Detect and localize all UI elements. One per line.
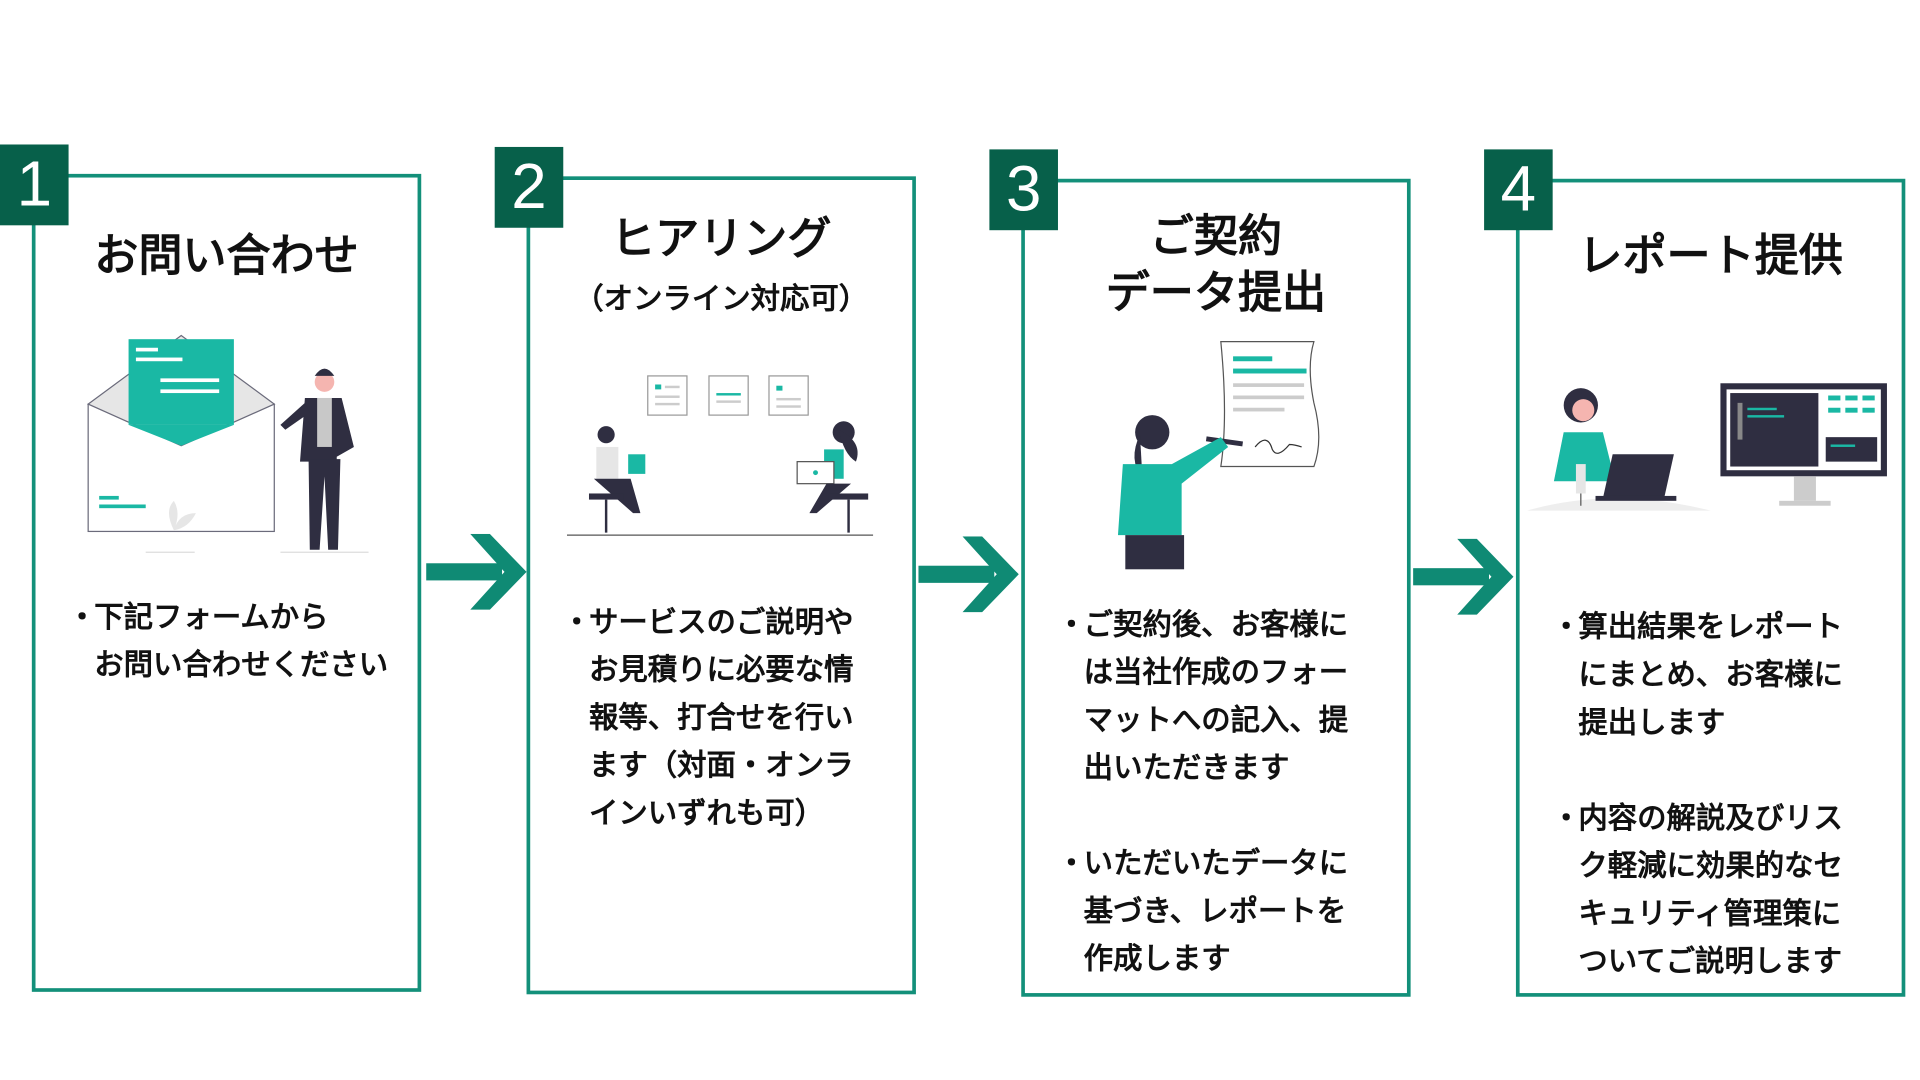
step-3-description: ・ ご契約後、お客様には当社作成のフォーマットへの記入、提出いただきます ・ い… bbox=[1057, 601, 1348, 983]
step-4-card: レポート提供 ・ 算出結果をレポートにまとめ、お客様に提出します ・ 内容の解説… bbox=[1515, 178, 1906, 997]
step-2-card: ヒアリング （オンライン対応可） ・ サービスのご説明やお見積りに必要な情報等、… bbox=[526, 176, 916, 995]
text-line: インいずれも可） bbox=[588, 795, 825, 831]
text-line: ご契約後、お客様に bbox=[1083, 607, 1349, 642]
step-3-title: ご契約 データ提出 bbox=[1025, 209, 1407, 322]
step-4-description: ・ 算出結果をレポートにまとめ、お客様に提出します ・ 内容の解説及びリスク軽減… bbox=[1551, 604, 1842, 986]
bullet-mark: ・ bbox=[1551, 800, 1581, 836]
step-2-description: ・ サービスのご説明やお見積りに必要な情報等、打合せを行います（対面・オンライン… bbox=[562, 599, 853, 838]
text-line: マットへの記入、提 bbox=[1083, 702, 1349, 738]
text-line: お問い合わせください bbox=[94, 647, 389, 683]
step-3-number-badge: 3 bbox=[989, 149, 1058, 231]
step-2-subtitle: （オンライン対応可） bbox=[574, 281, 869, 316]
text-line: 下記フォームから bbox=[94, 600, 329, 635]
text-line: 内容の解説及びリス bbox=[1578, 800, 1843, 836]
signing-document-illustration bbox=[1117, 341, 1320, 570]
text-line: 算出結果をレポート bbox=[1578, 609, 1843, 645]
step-2-title: ヒアリング bbox=[611, 214, 832, 265]
bullet-item: ・ ご契約後、お客様には当社作成のフォーマットへの記入、提出いただきます bbox=[1057, 601, 1348, 792]
bullet-mark: ・ bbox=[67, 600, 97, 635]
text-line: キュリティ管理策に bbox=[1578, 896, 1842, 931]
bullet-mark: ・ bbox=[562, 604, 592, 640]
bullet-mark: ・ bbox=[1551, 609, 1581, 645]
step-1-card: お問い合わせ ・下記フォームからお問い合わせください bbox=[31, 173, 422, 992]
step-3-card: ご契約 データ提出 ・ ご契約後、お客様には当社作成のフォーマットへの記入、提出… bbox=[1021, 178, 1411, 997]
bullet-item: ・ いただいたデータに基づき、レポートを作成します bbox=[1057, 840, 1348, 983]
step-4-title: レポート提供 bbox=[1578, 231, 1843, 282]
title-line: ご契約 bbox=[1149, 211, 1283, 263]
text-line: サービスのご説明や bbox=[588, 604, 854, 640]
text-line: は当社作成のフォー bbox=[1083, 655, 1349, 690]
text-line: にまとめ、お客様に bbox=[1578, 657, 1843, 692]
bullet-item: ・ 内容の解説及びリスク軽減に効果的なセキュリティ管理策についてご説明します bbox=[1551, 795, 1842, 986]
meeting-illustration bbox=[566, 375, 874, 536]
text-line: ます（対面・オンラ bbox=[588, 748, 854, 783]
arrow-right-icon bbox=[1413, 538, 1514, 615]
step-1-number-badge: 1 bbox=[0, 144, 69, 226]
step-1-title: お問い合わせ bbox=[94, 231, 359, 282]
text-line: ク軽減に効果的なセ bbox=[1578, 848, 1843, 883]
envelope-illustration bbox=[86, 334, 369, 553]
bullet-mark: ・ bbox=[1056, 607, 1087, 642]
text-line: 基づき、レポートを bbox=[1083, 893, 1347, 929]
title-line: データ提出 bbox=[1105, 268, 1327, 319]
text-line: お見積りに必要な情 bbox=[588, 652, 854, 687]
text-line: ついてご説明します bbox=[1578, 944, 1842, 979]
step-4-number-badge: 4 bbox=[1484, 149, 1553, 231]
text-line: 報等、打合せを行い bbox=[588, 700, 854, 735]
arrow-right-icon bbox=[918, 536, 1019, 613]
bullet-item: ・ 算出結果をレポートにまとめ、お客様に提出します bbox=[1551, 604, 1842, 747]
arrow-right-icon bbox=[426, 533, 527, 610]
report-delivery-illustration bbox=[1526, 383, 1887, 511]
step-2-number-badge: 2 bbox=[494, 146, 564, 228]
bullet-item: ・ サービスのご説明やお見積りに必要な情報等、打合せを行います（対面・オンライン… bbox=[562, 599, 853, 838]
bullet-mark: ・ bbox=[1056, 846, 1087, 881]
text-line: 出いただきます bbox=[1083, 750, 1290, 785]
text-line: 作成します bbox=[1083, 941, 1231, 976]
text-line: いただいたデータに bbox=[1083, 846, 1349, 881]
step-1-description: ・下記フォームからお問い合わせください bbox=[67, 594, 388, 690]
bullet-item: ・下記フォームからお問い合わせください bbox=[67, 594, 388, 690]
text-line: 提出します bbox=[1578, 705, 1726, 740]
